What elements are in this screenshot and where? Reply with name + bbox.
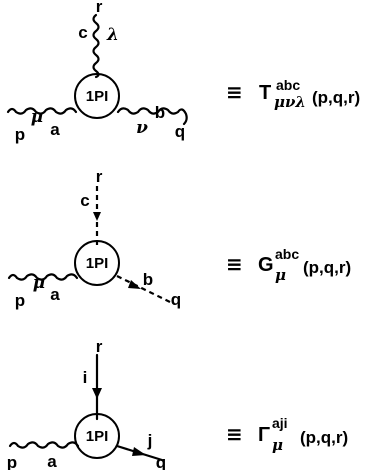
top-color-label: i (83, 368, 88, 387)
right-ghost-arrow (128, 280, 141, 289)
momentum-arguments: (p,q,r) (300, 428, 348, 447)
equiv-sign: ≡ (226, 422, 243, 446)
1pi-label: 1PI (86, 428, 109, 445)
vertex-function-symbol: Γ (258, 424, 270, 446)
right-momentum-label: q (171, 290, 181, 309)
vertex-function-symbol: T (259, 82, 271, 104)
top-momentum-label: r (96, 167, 103, 186)
right-lorentz-index-label: ν (136, 118, 148, 138)
top-quark-arrow (92, 388, 102, 399)
left-gluon-line (8, 441, 80, 449)
momentum-arguments: (p,q,r) (312, 88, 360, 107)
top-momentum-label: r (96, 337, 103, 356)
quark-gluon-vertex-diagram: 1PI r i p a j q ≡ Γ aji μ (p,q,r) (7, 337, 348, 470)
right-quark-arrow (132, 447, 146, 456)
1pi-blob (74, 240, 120, 286)
left-gluon-line (6, 107, 78, 115)
lorentz-subscript: μ (275, 266, 286, 284)
right-momentum-label: q (156, 453, 166, 470)
1pi-label: 1PI (86, 88, 109, 105)
color-superscript: aji (272, 415, 288, 431)
ghost-gluon-vertex-diagram: 1PI r c p μ a b q ≡ G abc μ (p,q,r) (7, 167, 351, 310)
1pi-label: 1PI (86, 255, 109, 272)
left-momentum-label: p (7, 453, 17, 470)
top-ghost-arrow (93, 212, 101, 221)
lorentz-subscript: μ (272, 436, 283, 454)
color-superscript: abc (275, 246, 299, 262)
right-color-label: b (143, 270, 153, 289)
top-lorentz-index-label: λ (106, 25, 119, 45)
top-momentum-label: r (96, 0, 103, 16)
left-momentum-label: p (15, 291, 25, 310)
equiv-sign: ≡ (226, 252, 243, 276)
three-gluon-vertex-equation: ≡ T abc μνλ (p,q,r) (226, 77, 360, 111)
top-color-label: c (78, 23, 87, 42)
top-color-label: c (80, 191, 89, 210)
right-gluon-line (116, 107, 188, 126)
three-gluon-vertex-diagram: 1PI r c λ p μ a ν b q ≡ T abc μνλ (p,q,r… (6, 0, 360, 144)
1pi-blob (74, 413, 120, 459)
momentum-arguments: (p,q,r) (303, 258, 351, 277)
left-lorentz-index-label: μ (31, 107, 43, 127)
right-ghost-line (116, 275, 171, 303)
right-color-label: b (155, 103, 165, 122)
left-lorentz-index-label: μ (33, 273, 45, 293)
left-color-label: a (47, 452, 57, 470)
equiv-sign: ≡ (226, 80, 243, 104)
right-color-label: j (147, 431, 153, 450)
ghost-gluon-vertex-equation: ≡ G abc μ (p,q,r) (226, 246, 351, 284)
left-color-label: a (50, 120, 60, 139)
left-gluon-line (7, 273, 79, 281)
left-momentum-label: p (15, 125, 25, 144)
vertex-function-symbol: G (258, 254, 274, 276)
right-momentum-label: q (175, 122, 185, 141)
quark-gluon-vertex-equation: ≡ Γ aji μ (p,q,r) (226, 415, 348, 454)
1pi-blob (74, 73, 120, 119)
left-color-label: a (50, 285, 60, 304)
lorentz-subscript: μνλ (274, 93, 306, 111)
top-gluon-line (92, 13, 100, 79)
color-superscript: abc (276, 77, 300, 93)
